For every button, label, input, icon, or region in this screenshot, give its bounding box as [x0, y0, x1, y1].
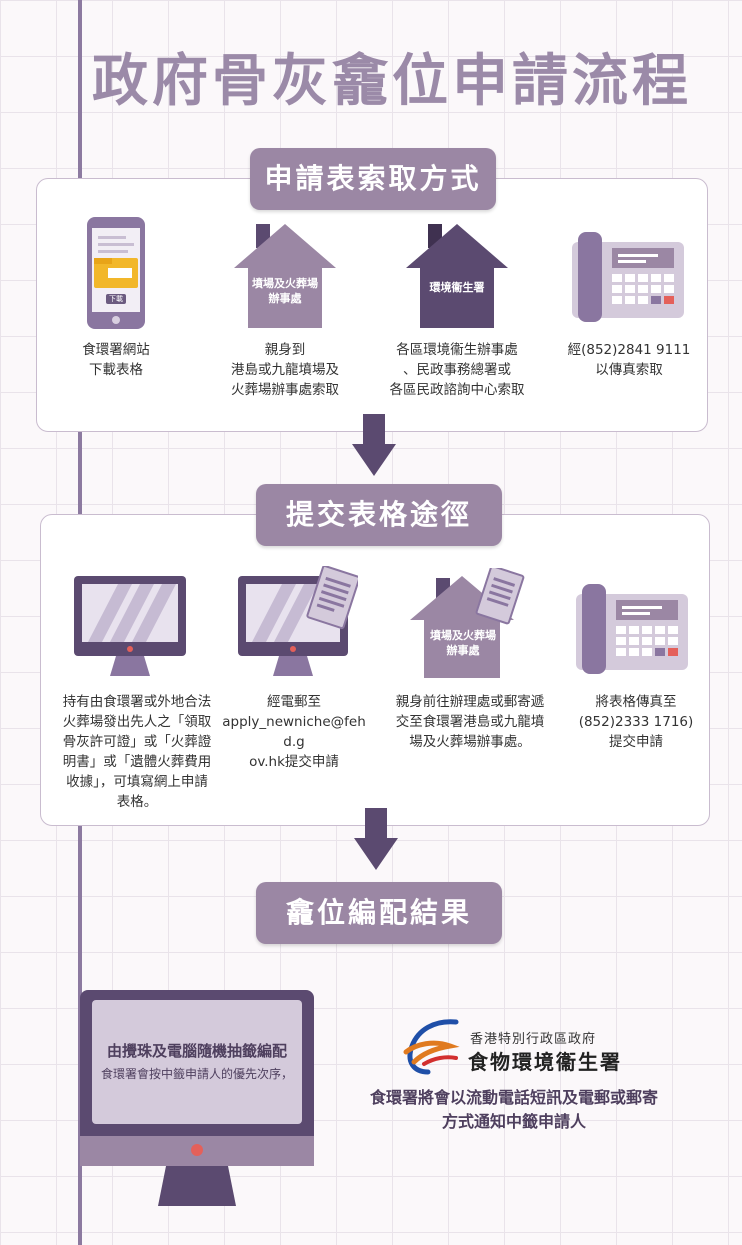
arrow-down-icon — [354, 808, 398, 870]
monitor-screen-content: 由攪珠及電腦隨機抽籤編配 食環署會按中籤申請人的優先次序， — [94, 1040, 300, 1082]
smartphone-icon — [86, 216, 146, 330]
logo-department-text: 食物環境衞生署 — [468, 1050, 622, 1074]
house-document-icon: 墳場及火葬場 辦事處 — [410, 568, 528, 678]
logo-government-text: 香港特別行政區政府 — [470, 1032, 597, 1047]
request-in-person-label: 親身到 港島或九龍墳場及 火葬場辦事處索取 — [231, 342, 339, 398]
request-online-label: 食環署網站 下載表格 — [82, 342, 150, 378]
computer-monitor-icon — [74, 576, 186, 676]
submit-email-label: 經電郵至 apply_newniche@fehd.g ov.hk提交申請 — [222, 694, 366, 770]
request-fax-label: 經(852)2841 9111 以傳真索取 — [567, 342, 691, 378]
phone-download-button: 下載 — [109, 295, 123, 303]
house-icon: 墳場及火葬場 辦事處 — [234, 224, 336, 328]
section-request-form-heading: 申請表索取方式 — [250, 148, 496, 210]
submit-fax-label: 將表格傳真至 (852)2333 1716) 提交申請 — [578, 694, 694, 750]
section-result-heading: 龕位編配結果 — [256, 882, 502, 944]
house-label-cemetery-office: 墳場及火葬場 辦事處 — [252, 277, 318, 305]
section-submit-heading: 提交表格途徑 — [256, 484, 502, 546]
priority-text: 食環署會按中籤申請人的優先次序， — [100, 1067, 293, 1081]
house-icon: 環境衞生署 — [406, 224, 508, 328]
draw-method-text: 由攪珠及電腦隨機抽籤編配 — [106, 1042, 287, 1060]
page-title: 政府骨灰龕位申請流程 — [92, 49, 692, 114]
submit-in-person-label: 親身前往辦理處或郵寄遞 交至食環署港島或九龍墳 場及火葬場辦事處。 — [395, 694, 545, 750]
fax-machine-icon — [572, 232, 684, 322]
notification-text: 食環署將會以流動電話短訊及電郵或郵寄 方式通知中籤申請人 — [369, 1088, 658, 1131]
house-label-cemetery-office-submit: 墳場及火葬場 辦事處 — [430, 629, 496, 657]
computer-monitor-icon — [80, 990, 314, 1206]
request-district-office-label: 各區環境衞生辦事處 、民政事務總署或 各區民政諮詢中心索取 — [389, 342, 525, 398]
house-label-environmental-hygiene: 環境衞生署 — [429, 281, 485, 294]
computer-document-icon — [238, 565, 361, 676]
fehd-logo-icon — [394, 1018, 464, 1076]
arrow-down-icon — [352, 414, 396, 476]
fax-machine-icon — [576, 584, 688, 674]
submit-online-label: 持有由食環署或外地合法 火葬場發出先人之「領取 骨灰許可證」或「火葬證 明書」或… — [62, 694, 212, 810]
